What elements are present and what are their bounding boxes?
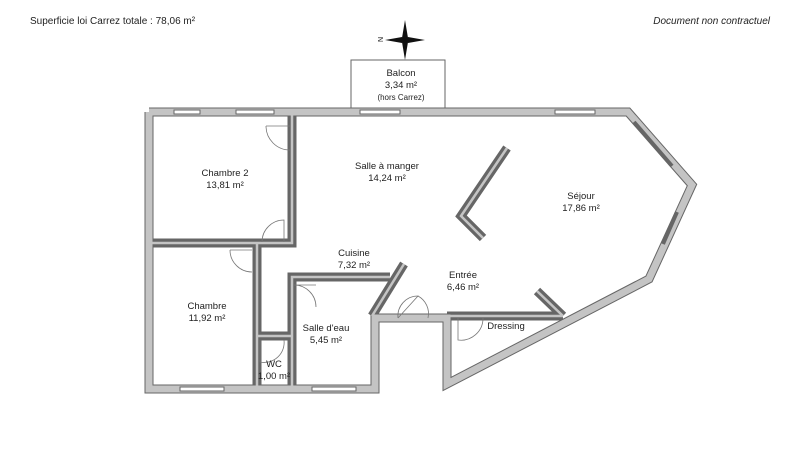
- room-name: Balcon: [386, 68, 416, 79]
- room-area: 1,00 m²: [257, 371, 291, 382]
- room-chambre: Chambre 11,92 m²: [187, 301, 226, 325]
- room-area: 3,34 m²: [384, 80, 418, 91]
- room-area: 7,32 m²: [337, 260, 371, 271]
- total-area-label: Superficie loi Carrez totale : 78,06 m²: [30, 16, 196, 27]
- room-entree: Entrée 6,46 m²: [447, 270, 479, 294]
- room-wc: WC 1,00 m²: [258, 359, 290, 383]
- room-name: Chambre: [187, 301, 227, 312]
- room-sejour: Séjour 17,86 m²: [562, 191, 600, 215]
- room-chambre-2: Chambre 2 13,81 m²: [202, 168, 249, 192]
- doors: [229, 125, 484, 363]
- room-dressing: Dressing: [487, 321, 525, 333]
- room-name: Dressing: [487, 321, 525, 332]
- room-area: 5,45 m²: [309, 335, 343, 346]
- room-salle-a-manger: Salle à manger 14,24 m²: [355, 161, 419, 185]
- room-salle-d-eau: Salle d'eau 5,45 m²: [303, 323, 350, 347]
- room-name: Salle d'eau: [302, 323, 350, 334]
- room-area: 6,46 m²: [446, 282, 480, 293]
- room-name: Cuisine: [338, 248, 370, 259]
- compass-icon: N: [378, 20, 425, 60]
- windows: [173, 109, 679, 392]
- room-area: 13,81 m²: [206, 180, 244, 191]
- north-label: N: [378, 37, 385, 42]
- room-name: Salle à manger: [355, 161, 419, 172]
- room-name: WC: [266, 359, 282, 370]
- room-name: Entrée: [449, 270, 477, 281]
- room-balcon: Balcon 3,34 m² (hors Carrez): [377, 68, 424, 104]
- disclaimer-label: Document non contractuel: [653, 16, 770, 27]
- room-area: 17,86 m²: [562, 203, 600, 214]
- room-name: Chambre 2: [201, 168, 249, 179]
- room-area: 11,92 m²: [188, 313, 226, 324]
- room-name: Séjour: [567, 191, 595, 202]
- room-note: (hors Carrez): [377, 93, 425, 102]
- room-cuisine: Cuisine 7,32 m²: [338, 248, 370, 272]
- walls: [144, 107, 698, 394]
- room-area: 14,24 m²: [368, 173, 406, 184]
